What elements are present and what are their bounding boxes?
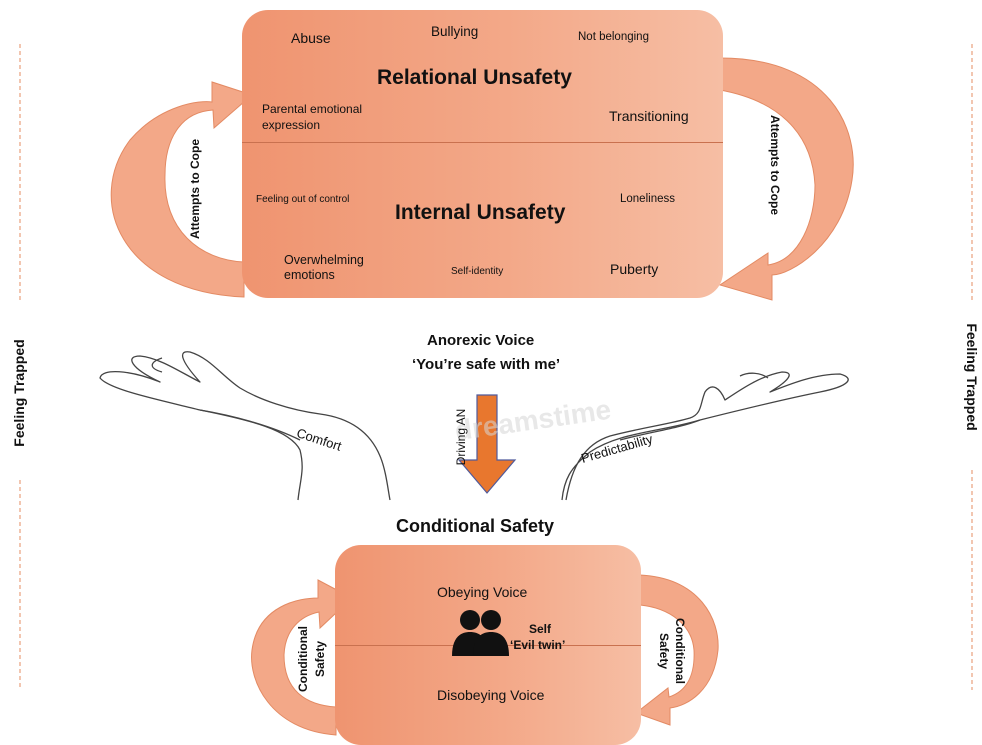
not-belonging-label: Not belonging: [578, 31, 649, 43]
conditional-safety-left-line1: Conditional: [296, 626, 310, 692]
self-label: Self: [529, 622, 552, 636]
anorexic-voice-title: Anorexic Voice: [427, 332, 535, 349]
conditional-safety-left-line2: Safety: [313, 640, 327, 678]
puberty-label: Puberty: [610, 261, 659, 277]
bullying-label: Bullying: [431, 24, 479, 39]
obeying-voice-label: Obeying Voice: [437, 584, 528, 600]
abuse-label: Abuse: [291, 30, 331, 46]
parental-expression-line2: expression: [262, 118, 321, 132]
driving-an-label: Driving AN: [454, 408, 468, 466]
attempts-to-cope-right-label: Attempts to Cope: [768, 115, 782, 215]
loneliness-label: Loneliness: [620, 193, 675, 205]
top-box-divider: [242, 142, 723, 143]
feeling-out-of-control-label: Feeling out of control: [256, 194, 350, 205]
evil-twin-label: ‘Evil twin’: [510, 638, 566, 652]
parental-expression-line1: Parental emotional: [262, 102, 363, 116]
curved-arrow-icon: [110, 81, 253, 298]
self-identity-label: Self-identity: [451, 266, 504, 277]
internal-unsafety-title: Internal Unsafety: [395, 201, 566, 224]
feeling-trapped-left-label: Feeling Trapped: [11, 339, 27, 447]
overwhelming-emotions-line1: Overwhelming: [284, 253, 364, 267]
attempts-to-cope-left-label: Attempts to Cope: [188, 139, 202, 239]
anorexic-voice-quote: ‘You’re safe with me’: [412, 356, 561, 373]
relational-unsafety-title: Relational Unsafety: [377, 66, 572, 89]
curved-arrow-icon: [251, 579, 353, 736]
hand-icon: [99, 351, 391, 501]
curved-arrow-icon: [718, 57, 854, 301]
conditional-safety-right-line1: Conditional: [673, 618, 687, 684]
conditional-safety-title: Conditional Safety: [396, 516, 555, 536]
transitioning-label: Transitioning: [609, 108, 689, 124]
curved-arrow-icon: [634, 574, 719, 726]
bottom-box-divider: [335, 645, 641, 646]
top-box: [242, 10, 723, 298]
overwhelming-emotions-line2: emotions: [284, 268, 335, 282]
disobeying-voice-label: Disobeying Voice: [437, 687, 545, 703]
hand-icon: [561, 371, 849, 501]
down-arrow-icon: [457, 394, 517, 494]
feeling-trapped-right-label: Feeling Trapped: [964, 323, 980, 431]
conditional-safety-right-line2: Safety: [657, 632, 671, 670]
